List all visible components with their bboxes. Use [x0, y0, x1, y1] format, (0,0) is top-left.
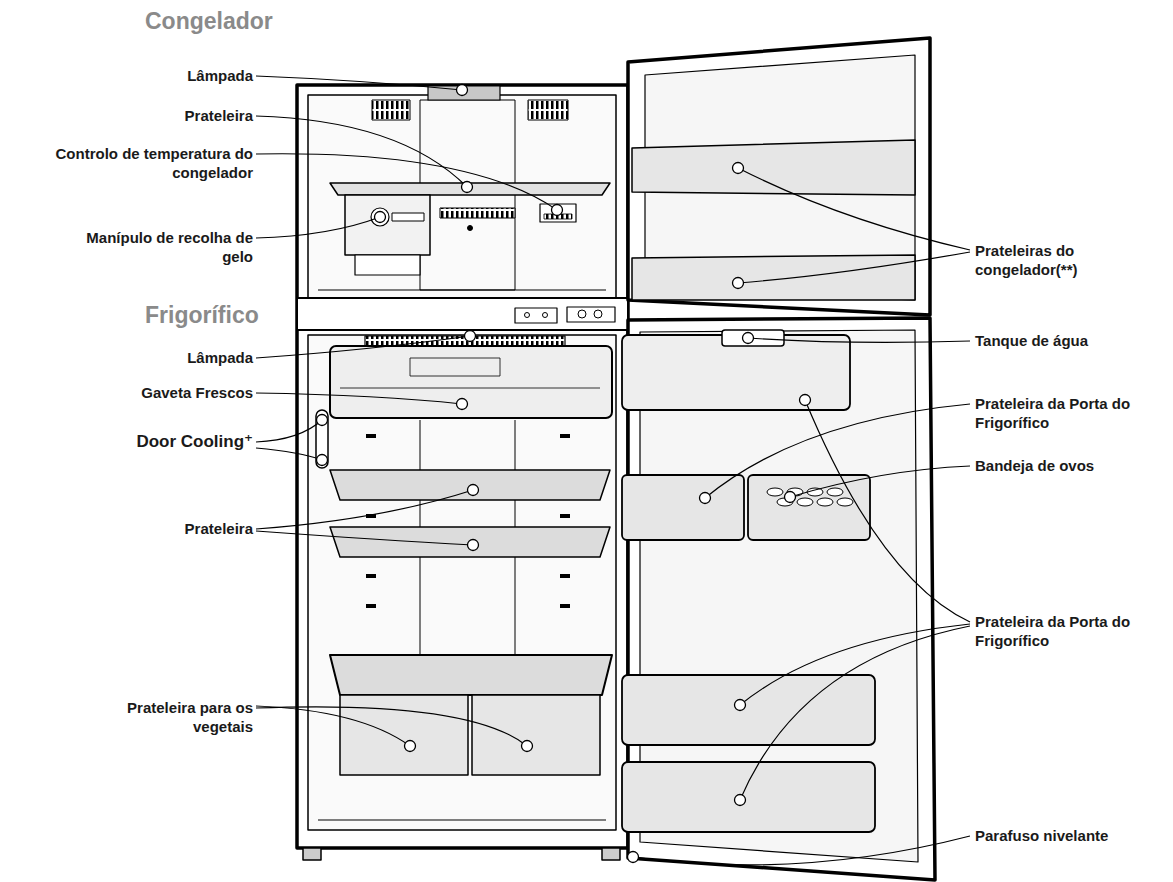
part-label: Lâmpada	[73, 348, 253, 367]
part-label: Tanque de água	[975, 331, 1165, 350]
door-cooling-vent	[316, 410, 328, 468]
fridge-compartment	[308, 335, 616, 830]
leader-lines	[256, 76, 970, 865]
freezer-compartment	[308, 95, 616, 298]
door-bin	[622, 675, 875, 745]
freezer-door-bin	[632, 255, 915, 300]
part-label: Lâmpada	[73, 66, 253, 85]
fridge-body	[297, 85, 628, 848]
ice-maker	[345, 195, 430, 255]
egg-tray	[748, 475, 870, 540]
part-label: Prateleira da Porta do Frigorífico	[975, 394, 1165, 432]
part-label: Manípulo de recolha de gelo	[83, 228, 253, 266]
part-label: Prateleiras do congelador(**)	[975, 241, 1115, 279]
part-label: Gaveta Frescos	[53, 383, 253, 402]
freezer-control	[540, 204, 576, 222]
part-label: Door Cooling⁺	[53, 432, 253, 451]
freezer-door	[628, 38, 930, 315]
door-bin	[622, 762, 875, 832]
glass-shelf	[330, 527, 610, 557]
glass-shelf	[330, 470, 610, 500]
crisper-cover	[330, 655, 612, 695]
section-heading: Frigorífico	[145, 302, 345, 328]
fresh-drawer	[330, 346, 612, 418]
part-label: Bandeja de ovos	[975, 456, 1165, 475]
part-label: Prateleira	[73, 106, 253, 125]
vent-rack	[440, 208, 515, 218]
part-label: Controlo de temperatura do congelador	[53, 144, 253, 182]
part-label: Parafuso nivelante	[975, 826, 1165, 845]
callout-dots	[317, 85, 811, 863]
part-label: Prateleira	[73, 519, 253, 538]
part-label: Prateleira da Porta do Frigorífico	[975, 612, 1165, 650]
vegetable-drawer	[472, 695, 600, 775]
freezer-door-bin	[632, 140, 915, 195]
fan-vents	[372, 100, 568, 120]
section-heading: Congelador	[145, 8, 345, 34]
part-label: Prateleira para os vegetais	[93, 698, 253, 736]
door-bin	[622, 475, 744, 540]
